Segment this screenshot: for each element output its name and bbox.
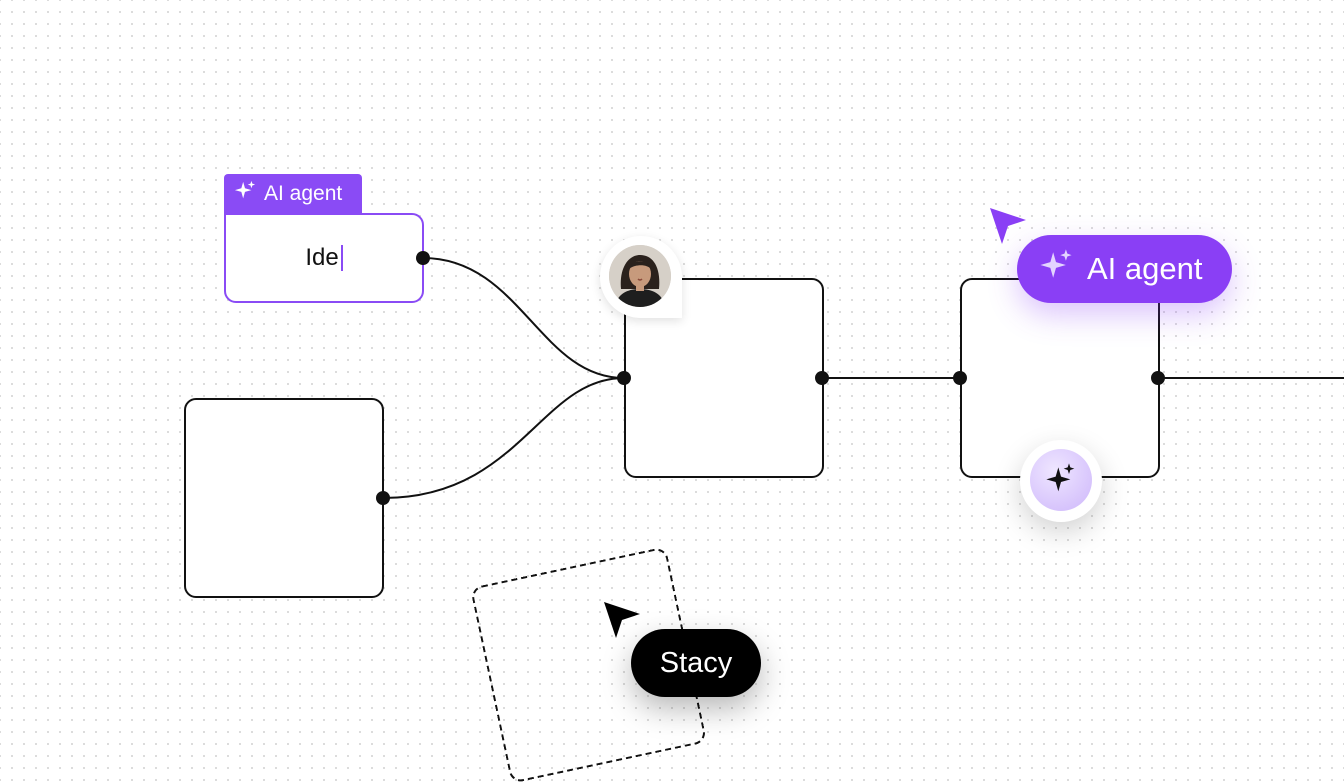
ai-agent-cursor-text: AI agent [1087,251,1203,286]
text-caret [340,245,343,271]
ai-action-button[interactable] [1020,440,1102,522]
edge-left-to-center[interactable] [382,377,625,499]
center-node-input-port[interactable] [617,371,631,385]
center-node-output-port[interactable] [815,371,829,385]
collaborator-cursor-arrow-icon [604,602,640,638]
avatar [609,245,671,307]
left-node-output-port[interactable] [376,491,390,505]
ai-node[interactable]: Ide [224,213,424,303]
ai-agent-cursor-label: AI agent [1017,235,1232,303]
collaborator-name: Stacy [659,646,733,679]
connectors [382,257,1344,499]
ai-node-output-port[interactable] [416,251,430,265]
edge-ai-to-center[interactable] [422,257,625,379]
ai-agent-tag: AI agent [224,174,362,214]
right-node-input-port[interactable] [953,371,967,385]
left-node[interactable] [184,398,384,598]
ai-node-input-text: Ide [305,244,339,271]
ai-action-button-inner [1030,449,1092,511]
sparkle-icon [234,180,256,208]
ai-cursor-arrow-icon [990,208,1026,244]
ai-node-input[interactable]: Ide [226,215,422,301]
collaborator-avatar-badge[interactable] [600,236,682,318]
ai-agent-tag-label: AI agent [264,182,343,205]
sparkle-icon [1045,462,1077,499]
collaborator-cursor-label: Stacy [631,629,761,697]
right-node-output-port[interactable] [1151,371,1165,385]
sparkle-icon [1039,248,1073,290]
